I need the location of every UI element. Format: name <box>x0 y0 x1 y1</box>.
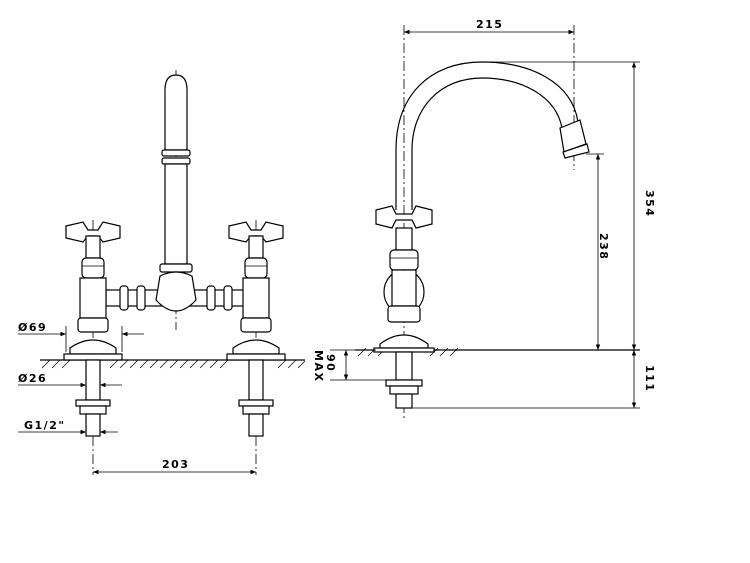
dim-centres: 203 <box>93 458 256 475</box>
left-valve <box>63 221 123 361</box>
side-view: 215 354 238 111 90 MAX <box>312 18 656 420</box>
centres-label: 203 <box>162 458 189 471</box>
dim-spout-height: 238 <box>586 153 610 350</box>
bridge-pipe <box>105 271 247 312</box>
deck-thickness-suffix: MAX <box>312 350 325 382</box>
right-shank <box>238 359 274 437</box>
thread-label: G1/2" <box>24 419 66 432</box>
dim-total-height: 354 <box>486 61 656 350</box>
dim-shank-diameter: Ø26 <box>18 372 122 388</box>
dim-thread: G1/2" <box>18 419 118 435</box>
dim-spout-reach: 215 <box>404 18 574 35</box>
upright-spout <box>159 74 193 273</box>
gooseneck-spout <box>395 61 590 210</box>
spout-height-label: 238 <box>597 233 610 260</box>
front-view: Ø69 Ø26 G1/2" 203 <box>18 70 306 475</box>
left-shank <box>75 359 111 437</box>
right-valve <box>226 221 286 361</box>
side-shank <box>385 351 423 409</box>
dim-below-deck: 111 <box>412 350 656 409</box>
dim-deck-thickness: 90 MAX <box>312 349 386 382</box>
spout-reach-label: 215 <box>476 18 503 31</box>
side-body <box>373 249 435 353</box>
dim-flange-diameter: Ø69 <box>18 321 144 352</box>
total-height-label: 354 <box>643 190 656 217</box>
shank-diameter-label: Ø26 <box>18 372 47 385</box>
side-handle <box>375 205 433 251</box>
deck-surface <box>40 359 306 369</box>
flange-diameter-label: Ø69 <box>18 321 47 334</box>
deck-thickness-value: 90 <box>324 354 337 372</box>
below-deck-label: 111 <box>643 365 656 392</box>
